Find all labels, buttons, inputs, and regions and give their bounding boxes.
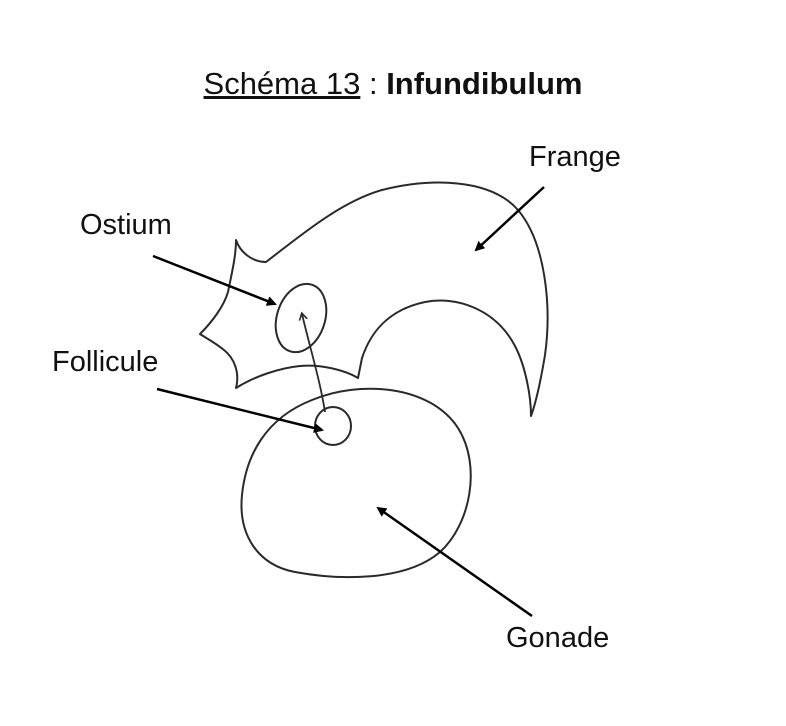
follicule-arrow bbox=[156, 387, 324, 433]
label-gonade: Gonade bbox=[506, 622, 610, 654]
label-frange: Frange bbox=[529, 141, 621, 173]
ostium-arrow bbox=[152, 254, 277, 306]
diagram-title: Schéma 13 : Infundibulum bbox=[0, 64, 786, 104]
title-name: Infundibulum bbox=[386, 66, 583, 101]
frange-arrow bbox=[474, 186, 545, 252]
ostium-ellipse bbox=[274, 282, 328, 354]
title-separator: : bbox=[360, 66, 387, 101]
title-schema-number: Schéma 13 bbox=[203, 66, 361, 101]
label-ostium: Ostium bbox=[80, 209, 172, 241]
gonade-outline bbox=[240, 387, 472, 579]
label-follicule: Follicule bbox=[52, 346, 159, 378]
infundibulum-outline bbox=[199, 181, 549, 417]
ovulation-path bbox=[302, 314, 326, 413]
gonade-arrow bbox=[376, 506, 533, 618]
follicule-ellipse bbox=[314, 406, 352, 446]
